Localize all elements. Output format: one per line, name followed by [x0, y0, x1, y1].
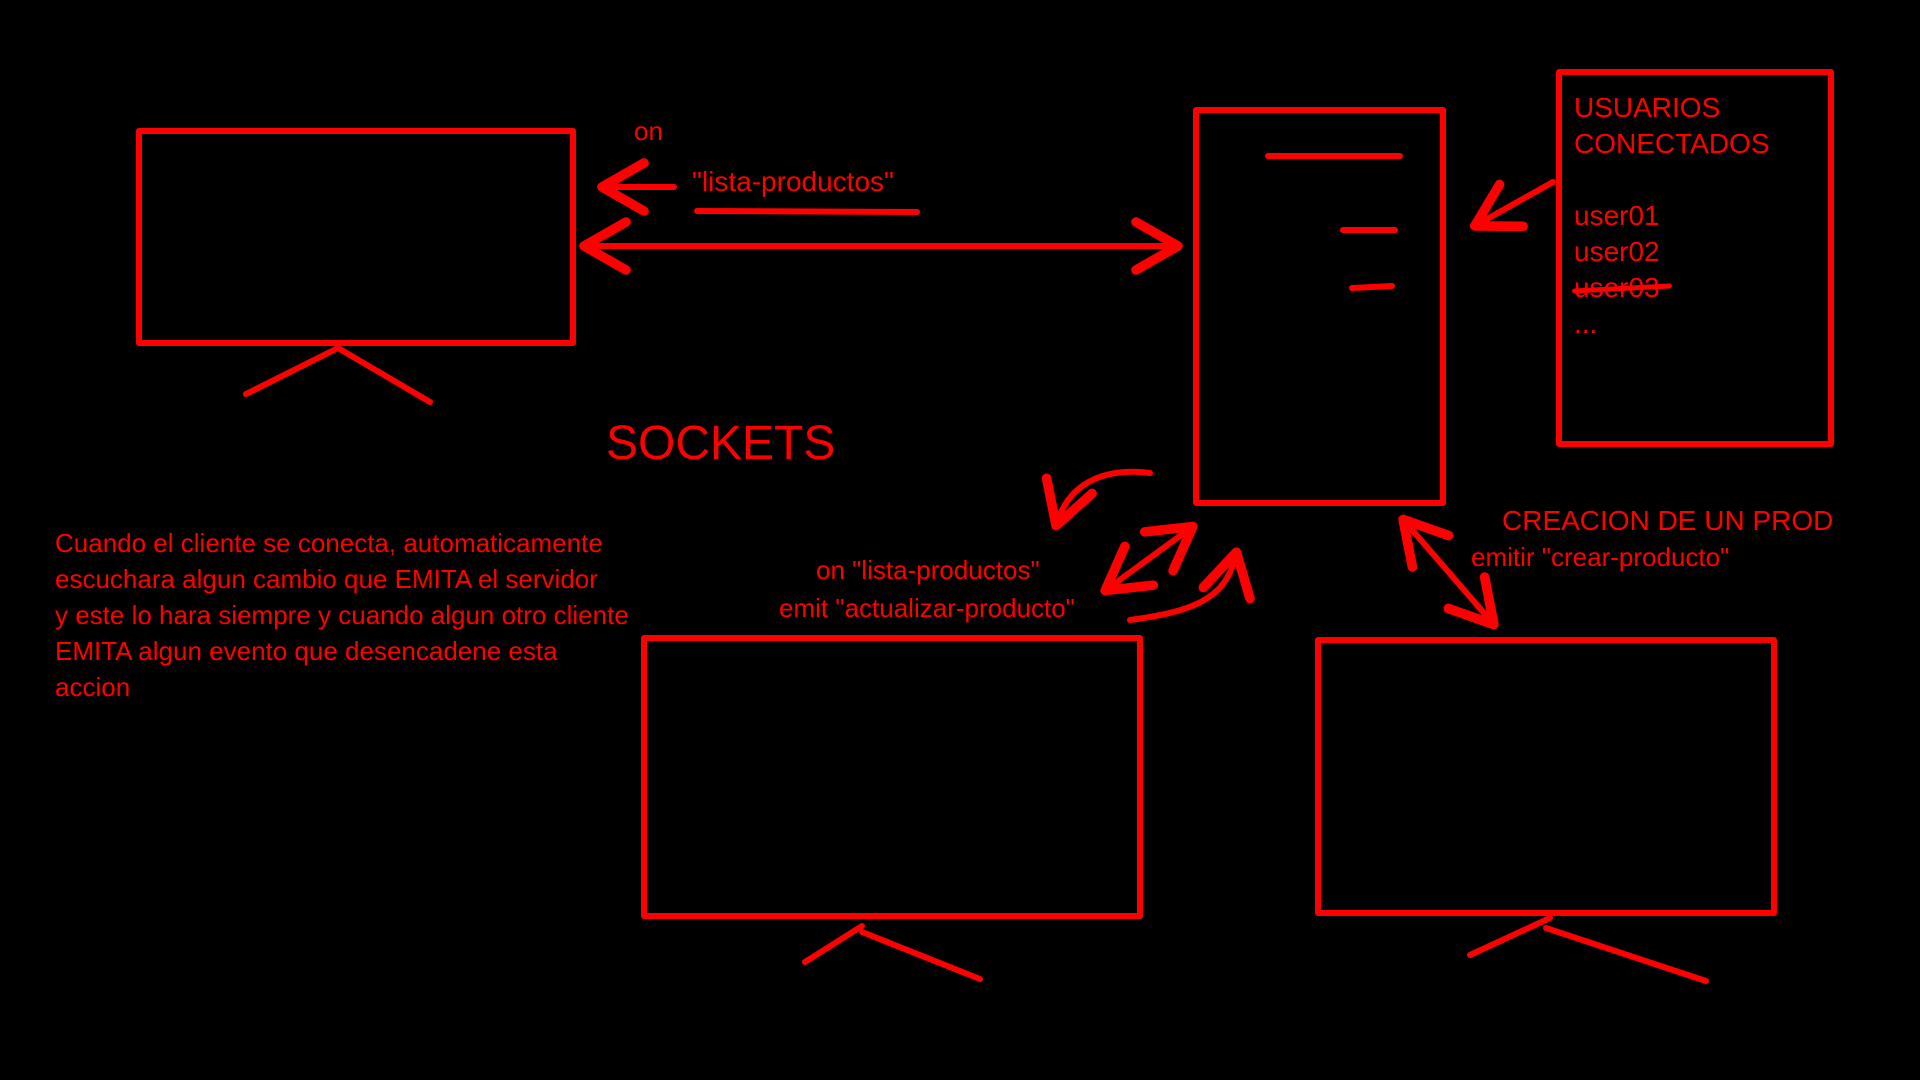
description-line: Cuando el cliente se conecta, automatica… [55, 528, 603, 558]
description-line: EMITA algun evento que desencadene esta [55, 636, 558, 666]
monitor-stand-left [1467, 915, 1553, 958]
users-panel-title-line: USUARIOS [1574, 92, 1721, 123]
monitor-screen [136, 128, 576, 346]
user-item: user01 [1574, 200, 1660, 231]
sockets-title: SOCKETS [606, 417, 836, 470]
arrow-server-monitor2 [1100, 521, 1198, 596]
emit-actualizar-producto-label: emit "actualizar-producto" [779, 593, 1075, 623]
users-panel-title: USUARIOS CONECTADOS [1574, 90, 1770, 162]
monitor-stand-left [243, 345, 341, 397]
on-lista-productos-label: on "lista-productos" [816, 555, 1040, 585]
user-more: ... [1574, 308, 1598, 339]
arrow-server-monitor3 [1398, 514, 1499, 630]
users-list: user01 user02 user03 ... [1571, 198, 1673, 342]
client-monitor-3 [1315, 637, 1777, 984]
monitor-stand-right [1543, 925, 1709, 984]
description-line: accion [55, 672, 131, 702]
monitor-stand-right [859, 929, 983, 982]
user-item: user02 [1574, 236, 1660, 267]
creacion-label: CREACION DE UN PROD [1502, 505, 1834, 536]
server-line-3 [1349, 283, 1395, 291]
on-label: on [634, 116, 663, 146]
monitor-stand-right [335, 345, 433, 405]
server-box [1193, 107, 1446, 506]
arrow-curve-monitor2-to-server [1127, 547, 1255, 623]
client-monitor-1 [136, 128, 576, 405]
users-panel-title-line: CONECTADOS [1574, 128, 1770, 159]
arrow-users-to-server [1469, 179, 1556, 232]
monitor-stand-left [802, 923, 865, 965]
arrow-underline [694, 208, 920, 215]
client-monitor-2 [641, 635, 1143, 982]
users-panel-box [1556, 69, 1834, 447]
description-line: escuchara algun cambio que EMITA el serv… [55, 564, 598, 594]
monitor-screen [641, 635, 1143, 919]
description-line: y este lo hara siempre y cuando algun ot… [55, 600, 629, 630]
user-item-disconnected: user03 [1571, 270, 1673, 306]
monitor-screen [1315, 637, 1777, 916]
description-text: Cuando el cliente se conecta, automatica… [55, 525, 629, 705]
lista-productos-label: "lista-productos" [692, 166, 894, 197]
emitir-crear-producto-label: emitir "crear-producto" [1471, 542, 1730, 572]
server [1193, 107, 1446, 506]
arrow-curve-server-to-monitor [1041, 468, 1153, 531]
